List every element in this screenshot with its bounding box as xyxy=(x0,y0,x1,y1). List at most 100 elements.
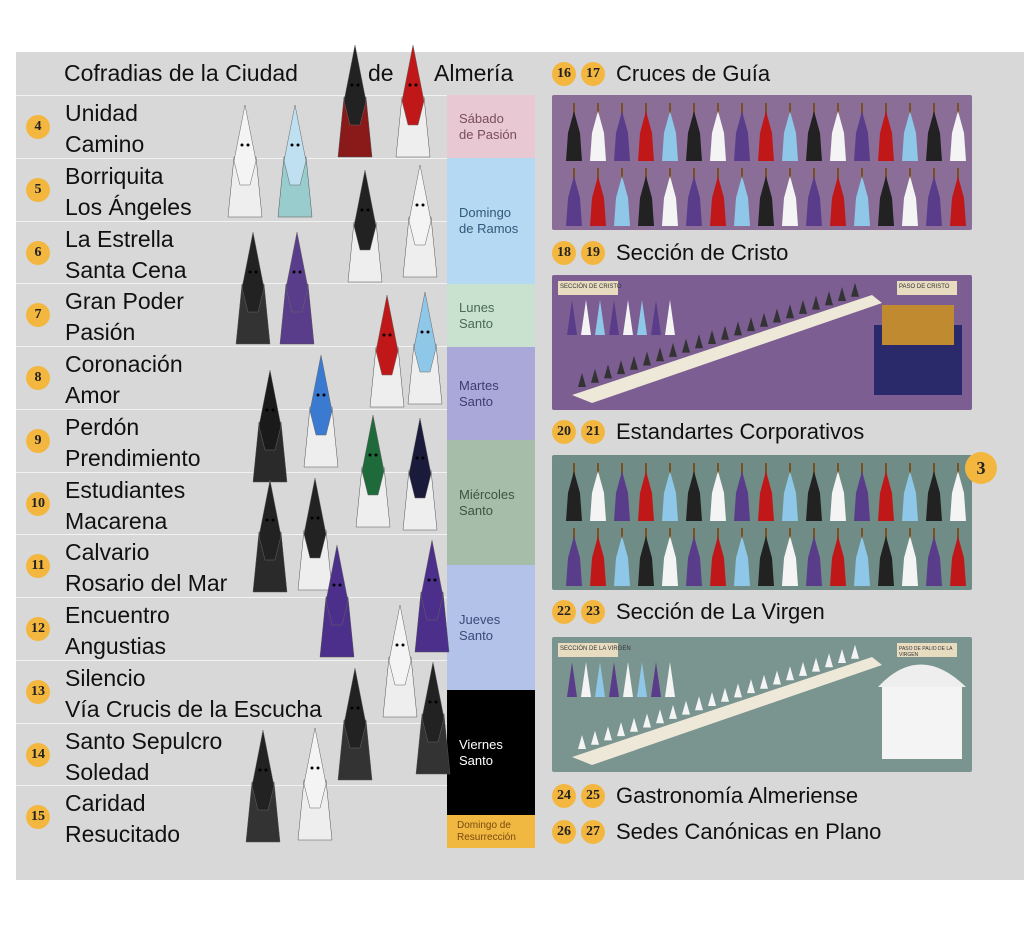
section-title: Sedes Canónicas en Plano xyxy=(616,819,882,844)
cofradia-name: Encuentro xyxy=(65,602,170,628)
page-badge: 24 xyxy=(552,784,576,808)
cofradia-name: Macarena xyxy=(65,507,168,534)
section-title: Sección de Cristo xyxy=(616,240,789,265)
cofradia-name: Rosario del Mar xyxy=(65,570,228,597)
row-number-badge: 4 xyxy=(26,115,50,139)
nazareno-figure xyxy=(337,45,373,158)
plate-label: PASO DE PALIO DE LA VIRGEN xyxy=(899,646,953,658)
row-number-badge: 15 xyxy=(26,805,50,830)
cofradia-name: Perdón xyxy=(65,413,140,440)
section-title: Sección de La Virgen xyxy=(616,599,825,624)
section-thumbnail xyxy=(552,95,972,230)
page-badge: 27 xyxy=(581,820,605,844)
day-line: Santo xyxy=(459,627,493,643)
title-part: Almería xyxy=(434,60,514,86)
day-line: Santo xyxy=(459,393,493,409)
day-line: Sábado xyxy=(459,110,504,126)
page-badge: 17 xyxy=(581,62,605,86)
nazareno-figure xyxy=(369,295,405,408)
cofradia-name: Silencio xyxy=(65,664,146,691)
page-badge: 18 xyxy=(552,241,576,265)
page-badge: 19 xyxy=(581,241,605,265)
nazareno-figure xyxy=(277,105,313,218)
row-number-badge: 7 xyxy=(26,303,50,328)
page-badge: 22 xyxy=(552,600,576,624)
page-badge: 23 xyxy=(581,600,605,624)
cofradia-name: Los Ángeles xyxy=(65,193,192,220)
day-line: Lunes xyxy=(459,299,495,315)
row-number-badge: 6 xyxy=(26,240,50,265)
plate-label: SECCIÓN DE LA VIRGEN xyxy=(560,646,631,652)
day-line: Santo xyxy=(459,502,493,518)
row-number-badge: 12 xyxy=(26,617,50,641)
nazareno-figure xyxy=(414,540,450,653)
cofradia-name: Soledad xyxy=(65,758,150,785)
cofradia-name: Borriquita xyxy=(65,162,164,189)
row-number-badge: 9 xyxy=(26,428,50,453)
nazareno-figure xyxy=(407,292,443,405)
cofradia-name: Caridad xyxy=(65,790,146,817)
cofradia-name: Camino xyxy=(65,131,145,157)
nazareno-figure xyxy=(227,105,263,218)
day-line: de Ramos xyxy=(459,221,519,236)
section-title: Estandartes Corporativos xyxy=(616,419,865,444)
day-line: Viernes xyxy=(459,736,503,752)
cofradia-name: Unidad xyxy=(65,100,138,126)
title-part: Cofradias de la Ciudad xyxy=(64,60,298,86)
page-badge: 26 xyxy=(552,820,576,844)
nazareno-figure xyxy=(415,662,451,775)
cofradia-name: Gran Poder xyxy=(65,288,184,315)
page-number-badge: 3 xyxy=(965,452,997,484)
nazareno-figure xyxy=(347,170,383,283)
section-title: Cruces de Guía xyxy=(616,61,771,86)
row-number-badge: 13 xyxy=(26,679,50,704)
page-badge: 16 xyxy=(552,62,576,86)
day-line: Miércoles xyxy=(459,486,515,502)
plate-label: PASO DE CRISTO xyxy=(899,284,950,290)
row-number-badge: 10 xyxy=(26,491,50,516)
section-thumbnail xyxy=(552,455,972,590)
cofradia-name: Angustias xyxy=(65,633,167,659)
cofradia-name: Estudiantes xyxy=(65,476,186,503)
nazareno-figure xyxy=(355,415,391,528)
nazareno-figure xyxy=(297,728,333,841)
day-line: Domingo de xyxy=(457,819,511,831)
nazareno-figure xyxy=(297,478,333,591)
thumbnail-illustration xyxy=(566,463,966,586)
cofradia-name: Santa Cena xyxy=(65,256,187,283)
cofradia-name: Resucitado xyxy=(65,821,181,848)
nazareno-figure xyxy=(337,668,373,781)
nazareno-figure xyxy=(245,730,281,843)
cofradia-name: Amor xyxy=(65,382,120,408)
day-line: Domingo xyxy=(459,205,512,220)
nazareno-figure xyxy=(252,370,288,483)
nazareno-figure xyxy=(279,232,315,345)
cofradia-name: La Estrella xyxy=(65,225,174,252)
nazareno-figure xyxy=(402,418,438,531)
day-line: Resurrección xyxy=(457,831,516,843)
nazareno-figure xyxy=(252,480,288,593)
thumbnail-illustration xyxy=(558,643,966,765)
